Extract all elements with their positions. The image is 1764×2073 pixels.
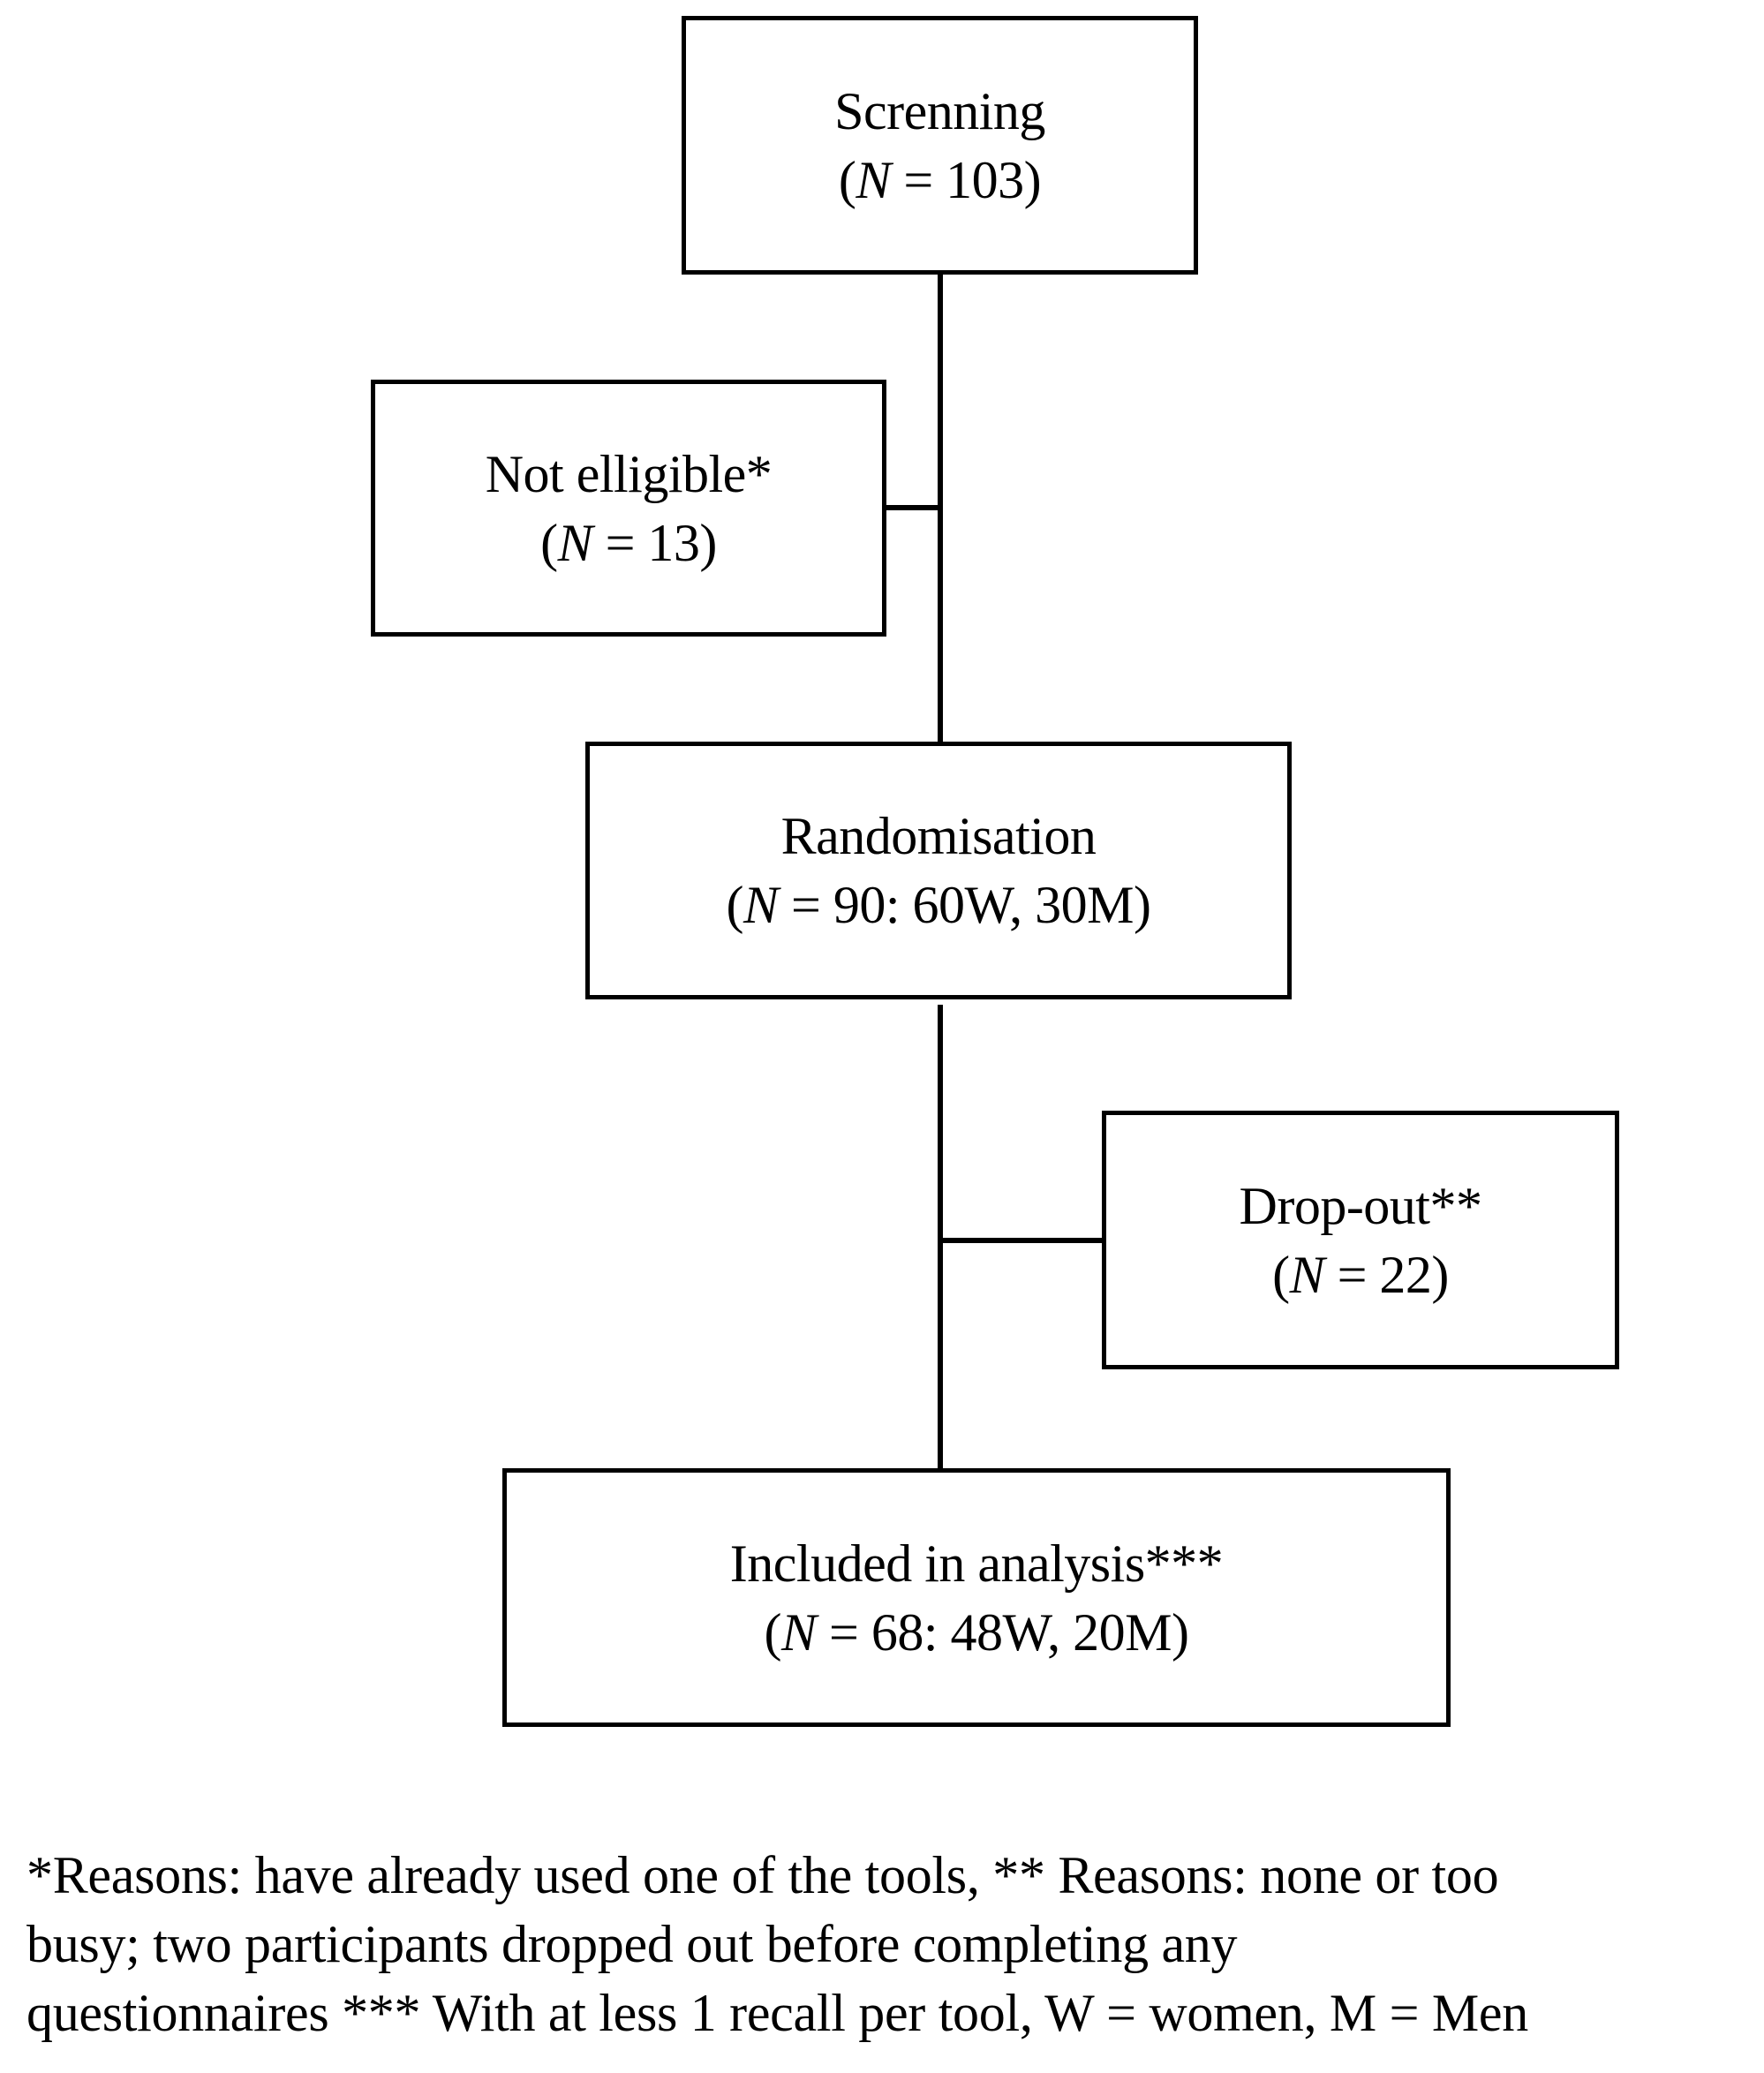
included-box: Included in analysis*** (N = 68: 48W, 20… [502,1468,1451,1727]
screening-box: Screnning (N = 103) [682,16,1198,275]
dropout-box: Drop-out** (N = 22) [1102,1111,1619,1369]
screening-count: (N = 103) [838,150,1042,209]
footnote-line: questionnaires *** With at less 1 recall… [26,1984,1528,2042]
included-count: (N = 68: 48W, 20M) [764,1602,1189,1662]
dropout-count: (N = 22) [1272,1245,1449,1304]
not-eligible-label: Not elligible* [485,444,773,503]
dropout-label: Drop-out** [1239,1176,1482,1235]
randomisation-label: Randomisation [780,807,1097,865]
randomisation-box: Randomisation (N = 90: 60W, 30M) [585,742,1292,999]
included-label: Included in analysis*** [729,1534,1224,1593]
screening-label: Screnning [834,81,1045,140]
footnote: *Reasons: have already used one of the t… [26,1841,1748,2047]
not-eligible-box: Not elligible* (N = 13) [371,380,886,637]
randomisation-count: (N = 90: 60W, 30M) [726,876,1151,934]
footnote-line: busy; two participants dropped out befor… [26,1915,1238,1973]
not-eligible-count: (N = 13) [540,513,717,572]
footnote-line: *Reasons: have already used one of the t… [26,1846,1499,1904]
